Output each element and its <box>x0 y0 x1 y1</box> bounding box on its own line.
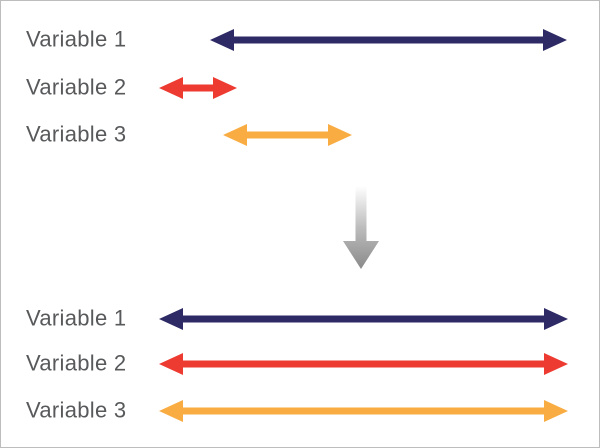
range-arrow <box>159 353 568 375</box>
range-arrow <box>210 29 567 51</box>
variable-label: Variable 3 <box>26 397 127 423</box>
variable-label: Variable 2 <box>26 74 127 100</box>
variable-label: Variable 2 <box>26 350 127 376</box>
arrows-layer <box>159 29 568 422</box>
variable-label: Variable 3 <box>26 121 127 147</box>
variable-label: Variable 1 <box>26 26 127 52</box>
variable-label: Variable 1 <box>26 305 127 331</box>
range-arrow <box>159 308 568 330</box>
down-arrow-icon <box>343 186 379 269</box>
range-arrow <box>223 124 352 146</box>
range-arrow <box>159 77 237 99</box>
range-arrow <box>159 400 568 422</box>
